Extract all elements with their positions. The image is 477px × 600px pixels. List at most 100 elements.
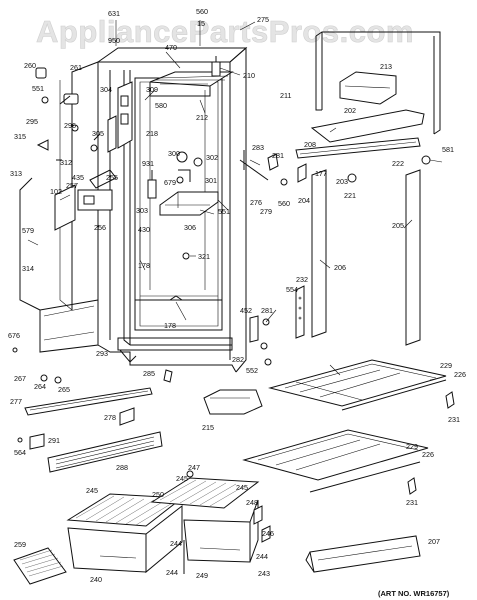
callout-226: 226	[454, 370, 466, 379]
callout-221: 221	[344, 191, 356, 200]
callout-676: 676	[8, 331, 20, 340]
callout-631: 631	[108, 9, 120, 18]
callout-177: 177	[315, 169, 327, 178]
callout-551: 551	[32, 84, 44, 93]
hinge-parts	[239, 150, 307, 186]
callout-243: 243	[258, 569, 270, 578]
callout-213: 213	[380, 62, 392, 71]
callout-470: 470	[165, 43, 177, 52]
callout-218: 218	[146, 129, 158, 138]
callout-226-lower: 226	[422, 450, 434, 459]
callout-255: 255	[106, 173, 118, 182]
callout-581: 581	[442, 145, 454, 154]
crisper-left	[66, 493, 184, 574]
callout-283: 283	[252, 143, 264, 152]
part-247	[186, 470, 194, 478]
callout-293: 293	[96, 349, 108, 358]
callout-295: 295	[26, 117, 38, 126]
callout-229: 229	[440, 361, 452, 370]
pan-215	[203, 389, 263, 415]
screw-321	[182, 252, 190, 260]
callout-315: 315	[14, 132, 26, 141]
callout-950: 950	[108, 36, 120, 45]
callout-211: 211	[280, 91, 291, 100]
callout-301: 301	[205, 176, 217, 185]
callout-267: 267	[14, 374, 26, 383]
clip-178	[169, 295, 183, 301]
callout-245-right: 245	[236, 483, 248, 492]
door-bin-207	[305, 535, 421, 573]
callout-207: 207	[428, 537, 440, 546]
callout-580: 580	[155, 101, 167, 110]
callout-291: 291	[48, 436, 60, 445]
bar-208	[295, 137, 421, 159]
callout-231: 231	[448, 415, 460, 424]
evaporator-cover-306	[159, 191, 219, 216]
callout-560-lower: 560	[278, 199, 290, 208]
callout-256: 256	[94, 223, 106, 232]
clip-231-upper	[445, 391, 455, 409]
art-number: (ART NO. WR16757)	[378, 589, 450, 598]
callout-244-lower: 244	[166, 568, 178, 577]
callout-276: 276	[250, 198, 262, 207]
callout-261: 261	[70, 63, 82, 72]
callout-560: 560	[196, 7, 208, 16]
callout-313: 313	[10, 169, 22, 178]
left-hardware	[35, 67, 101, 161]
callout-321: 321	[198, 252, 210, 261]
callout-275: 275	[257, 15, 269, 24]
callout-231-lower: 231	[406, 498, 418, 507]
part-246	[261, 525, 271, 543]
door-frame-213	[315, 31, 441, 135]
callout-302: 302	[206, 153, 218, 162]
callout-244-right: 244	[256, 552, 268, 561]
callout-205: 205	[392, 221, 404, 230]
callout-178: 178	[138, 261, 150, 270]
callout-554: 554	[286, 285, 298, 294]
callout-208: 208	[304, 140, 316, 149]
callout-304: 304	[100, 85, 112, 94]
callout-250: 250	[152, 490, 164, 499]
thermostat-303	[147, 170, 157, 199]
callout-279: 279	[260, 207, 272, 216]
callout-265: 265	[58, 385, 70, 394]
callout-300: 300	[168, 149, 180, 158]
callout-281-lower: 281	[261, 306, 273, 315]
callout-312: 312	[60, 158, 72, 167]
callout-282: 282	[232, 355, 244, 364]
bar-202	[310, 109, 425, 143]
clip-231-lower	[407, 477, 417, 495]
part-222	[421, 155, 431, 165]
callout-288: 288	[116, 463, 128, 472]
callout-102: 102	[50, 187, 62, 196]
control-housing	[107, 81, 133, 153]
callout-labels: 631 560 15 275 950 470 260 261 551 304 3…	[8, 7, 466, 584]
callout-247: 247	[188, 463, 200, 472]
callout-232: 232	[296, 275, 308, 284]
callout-452: 452	[240, 306, 252, 315]
callout-306: 306	[184, 223, 196, 232]
callout-222: 222	[392, 159, 404, 168]
bracket-291	[29, 433, 45, 450]
part-221	[347, 173, 357, 183]
callout-206: 206	[334, 263, 346, 272]
callout-204: 204	[298, 196, 310, 205]
callout-229-lower: 229	[406, 442, 418, 451]
part-248	[253, 505, 263, 525]
lower-left-hardware	[12, 347, 173, 384]
callout-215: 215	[202, 423, 214, 432]
callout-202: 202	[344, 106, 356, 115]
callout-178-lower: 178	[164, 321, 176, 330]
callout-551-lower: 551	[218, 207, 230, 216]
shelf-229-lower	[242, 429, 429, 493]
callout-285: 285	[143, 369, 155, 378]
callout-552: 552	[246, 366, 258, 375]
callout-305: 305	[92, 129, 104, 138]
callout-564: 564	[14, 448, 26, 457]
filter-259	[13, 547, 67, 585]
callout-240: 240	[90, 575, 102, 584]
light-socket-210	[211, 56, 221, 77]
callout-245-left: 245	[86, 486, 98, 495]
damper-control-300	[176, 151, 203, 184]
